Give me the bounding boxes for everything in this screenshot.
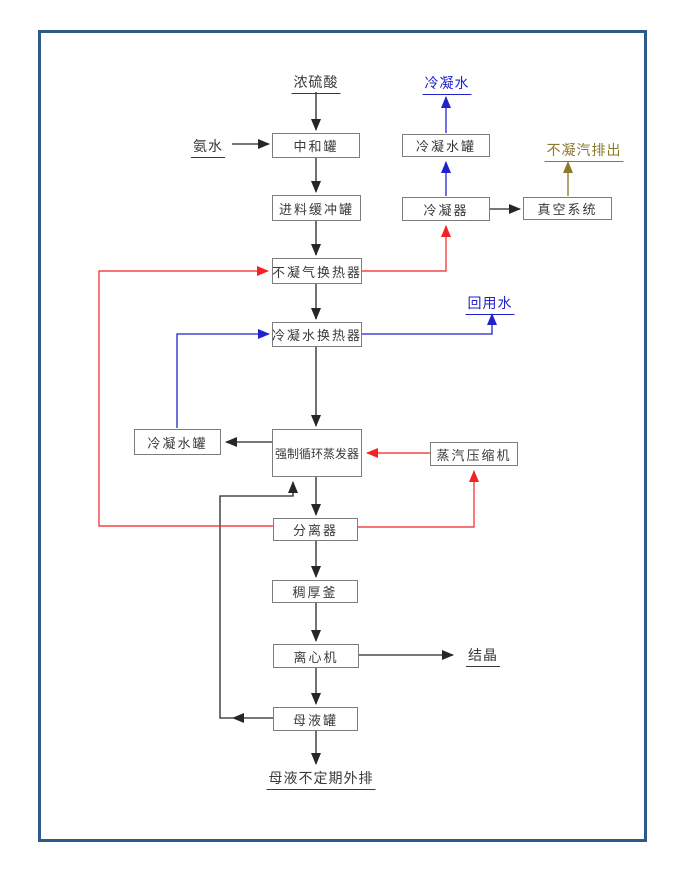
stream-label-concentrated-sulfuric-acid: 浓硫酸: [291, 72, 341, 94]
stream-label-mother-liquor-discharge: 母液不定期外排: [266, 768, 376, 790]
node-thickener-kettle: 稠厚釜: [272, 580, 358, 603]
node-separator: 分离器: [273, 518, 358, 541]
node-condensate-tank-left: 冷凝水罐: [134, 429, 221, 455]
node-feed-buffer-tank: 进料缓冲罐: [272, 195, 361, 221]
node-vapor-compressor: 蒸汽压缩机: [430, 442, 518, 466]
node-condensate-tank-top: 冷凝水罐: [402, 134, 490, 157]
stream-label-ncg-vent-out: 不凝汽排出: [544, 140, 624, 162]
edge-ml-tank-recycle-to-evaporator: [219, 481, 298, 719]
node-vacuum-system: 真空系统: [523, 197, 612, 220]
node-condensate-heat-exchanger: 冷凝水换热器: [272, 322, 362, 347]
node-forced-circulation-evaporator: 强制循环蒸发器: [272, 429, 362, 477]
edge-separator-to-compressor: [358, 470, 479, 528]
node-mother-liquor-tank: 母液罐: [273, 707, 358, 731]
stream-label-reuse-water: 回用水: [465, 293, 515, 315]
node-ncg-heat-exchanger: 不凝气换热器: [272, 258, 362, 284]
node-centrifuge: 离心机: [273, 644, 359, 668]
node-condenser: 冷凝器: [402, 197, 490, 221]
stream-label-crystal-product: 结晶: [466, 645, 500, 667]
stream-label-ammonia-water: 氨水: [191, 136, 225, 158]
node-neutralization-tank: 中和罐: [272, 133, 360, 158]
stream-label-condensate-water-out: 冷凝水: [422, 73, 472, 95]
edge-ncg-hx-to-condenser: [362, 225, 451, 272]
diagram-border-frame: [38, 30, 647, 842]
edge-cond-tank-left-to-cond-hx: [176, 329, 270, 428]
edge-separator-to-ncg-hx: [98, 266, 273, 527]
edge-cond-hx-to-reuse-water: [362, 313, 497, 335]
